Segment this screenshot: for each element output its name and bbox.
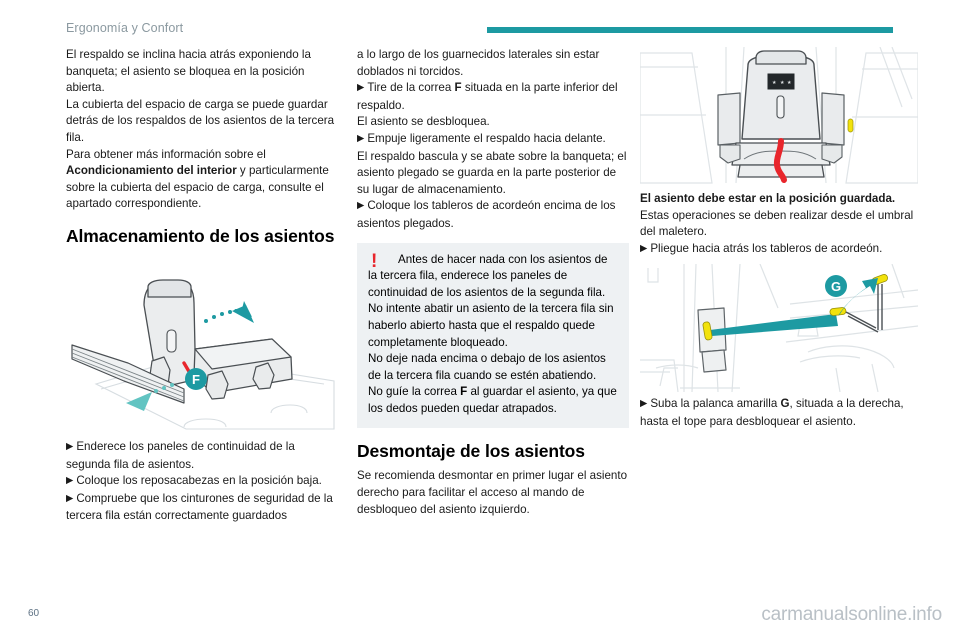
page-header: Ergonomía y Confort bbox=[0, 0, 960, 40]
column-left: El respaldo se inclina hacia atrás expon… bbox=[66, 47, 338, 525]
bullet-item: ▶Pliegue hacia atrás los tableros de aco… bbox=[640, 241, 918, 259]
bullet-item: ▶Enderece los paneles de continuidad de … bbox=[66, 439, 338, 473]
strap-red bbox=[773, 138, 787, 183]
paragraph: El respaldo se inclina hacia atrás expon… bbox=[66, 48, 311, 95]
svg-text:★: ★ bbox=[772, 80, 777, 86]
warning-text: No intente abatir un asiento de la terce… bbox=[368, 302, 614, 349]
figure-yellow-lever: G bbox=[640, 264, 918, 393]
figure-seat-storage: F bbox=[66, 253, 338, 435]
page-columns: El respaldo se inclina hacia atrás expon… bbox=[0, 47, 960, 592]
bullet-item: ▶Suba la palanca amarilla G, situada a l… bbox=[640, 396, 918, 430]
paragraph: Para obtener más información sobre el Ac… bbox=[66, 147, 338, 213]
section-heading-almacenamiento: Almacenamiento de los asientos bbox=[66, 225, 335, 246]
warning-text: No guíe la correa F al guardar el asient… bbox=[368, 384, 618, 417]
bullet-triangle-icon: ▶ bbox=[66, 475, 74, 487]
svg-text:★: ★ bbox=[787, 80, 792, 86]
bullet-text: Pliegue hacia atrás los tableros de acor… bbox=[650, 241, 883, 255]
bullet-item: ▶Coloque los tableros de acordeón encima… bbox=[357, 198, 629, 232]
bullet-text: Coloque los tableros de acordeón encima … bbox=[357, 199, 616, 230]
lead-emphasis: El asiento debe estar en la posición gua… bbox=[640, 192, 896, 205]
bullet-triangle-icon: ▶ bbox=[357, 132, 365, 144]
warning-emphasis: F bbox=[460, 385, 468, 399]
page-title: Ergonomía y Confort bbox=[66, 21, 184, 35]
yellow-lever-icon bbox=[702, 321, 713, 341]
page-footer: 60 carmanualsonline.info bbox=[0, 600, 960, 640]
bullet-text: situada en la parte inferior del respald… bbox=[357, 81, 618, 112]
paragraph: El asiento debe estar en la posición gua… bbox=[640, 191, 918, 208]
yellow-lever-icon bbox=[829, 307, 847, 317]
bullet-text: Empuje ligeramente el respaldo hacia del… bbox=[367, 131, 606, 145]
bullet-text: Suba la palanca amarilla bbox=[650, 397, 781, 411]
bullet-triangle-icon: ▶ bbox=[66, 492, 74, 504]
warning-text: Antes de hacer nada con los asientos de … bbox=[368, 252, 608, 299]
column-middle: a lo largo de los guarnecidos laterales … bbox=[357, 47, 629, 518]
header-rule bbox=[487, 27, 893, 33]
bullet-text: Tire de la correa bbox=[367, 81, 455, 95]
svg-text:G: G bbox=[831, 279, 841, 294]
bullet-text: Coloque los reposacabezas en la posición… bbox=[76, 474, 322, 488]
column-right: ★★★ bbox=[640, 47, 918, 431]
teal-wedge-arrow bbox=[710, 314, 838, 337]
paragraph: Estas operaciones se deben realizar desd… bbox=[640, 208, 914, 239]
paragraph-part: Para obtener más información sobre el bbox=[66, 147, 266, 161]
paragraph: El respaldo bascula y se abate sobre la … bbox=[357, 149, 627, 196]
bullet-text: Enderece los paneles de continuidad de l… bbox=[66, 439, 295, 471]
bullet-triangle-icon: ▶ bbox=[66, 440, 74, 452]
paragraph-part: y particularmente sobre la cubierta del … bbox=[66, 164, 329, 211]
svg-text:F: F bbox=[192, 372, 200, 387]
bullet-item: ▶Compruebe que los cinturones de segurid… bbox=[66, 491, 338, 525]
warning-part: al guardar el asiento, ya que los dedos … bbox=[368, 385, 617, 415]
paragraph: El asiento se desbloquea. bbox=[357, 115, 490, 129]
bullet-triangle-icon: ▶ bbox=[357, 200, 365, 212]
warning-text: No deje nada encima o debajo de los asie… bbox=[368, 352, 606, 382]
page-number: 60 bbox=[28, 608, 40, 619]
figure-badge-F: F bbox=[185, 367, 207, 390]
bullet-triangle-icon: ▶ bbox=[357, 82, 365, 94]
figure-seat-stowed: ★★★ bbox=[640, 47, 918, 187]
bullet-emphasis: G bbox=[780, 397, 790, 411]
bullet-emphasis: F bbox=[454, 81, 462, 95]
bullet-item: ▶Empuje ligeramente el respaldo hacia de… bbox=[357, 131, 629, 149]
exclamation-mark-icon: ! bbox=[371, 250, 378, 272]
bullet-text: Compruebe que los cinturones de segurida… bbox=[66, 491, 333, 523]
warning-box: ! Antes de hacer nada con los asientos d… bbox=[357, 242, 629, 429]
section-heading-desmontaje: Desmontaje de los asientos bbox=[357, 441, 585, 462]
bullet-triangle-icon: ▶ bbox=[640, 242, 648, 254]
bullet-item: ▶Coloque los reposacabezas en la posició… bbox=[66, 473, 338, 491]
yellow-lever-icon bbox=[847, 118, 854, 133]
paragraph: La cubierta del espacio de carga se pued… bbox=[66, 97, 335, 144]
bullet-item: ▶Tire de la correa F situada en la parte… bbox=[357, 80, 629, 114]
warning-part: No guíe la correa bbox=[368, 385, 461, 399]
svg-text:★: ★ bbox=[780, 80, 785, 86]
paragraph-emphasis: Acondicionamiento del interior bbox=[66, 164, 237, 178]
paragraph: Se recomienda desmontar en primer lugar … bbox=[357, 469, 628, 516]
teal-curved-arrow bbox=[838, 278, 878, 317]
figure-badge-G: G bbox=[825, 275, 847, 298]
watermark: carmanualsonline.info bbox=[761, 604, 942, 625]
bullet-triangle-icon: ▶ bbox=[640, 398, 648, 410]
paragraph: a lo largo de los guarnecidos laterales … bbox=[357, 48, 600, 78]
bullet-text: , situada a la derecha, hasta el tope pa… bbox=[640, 397, 904, 428]
